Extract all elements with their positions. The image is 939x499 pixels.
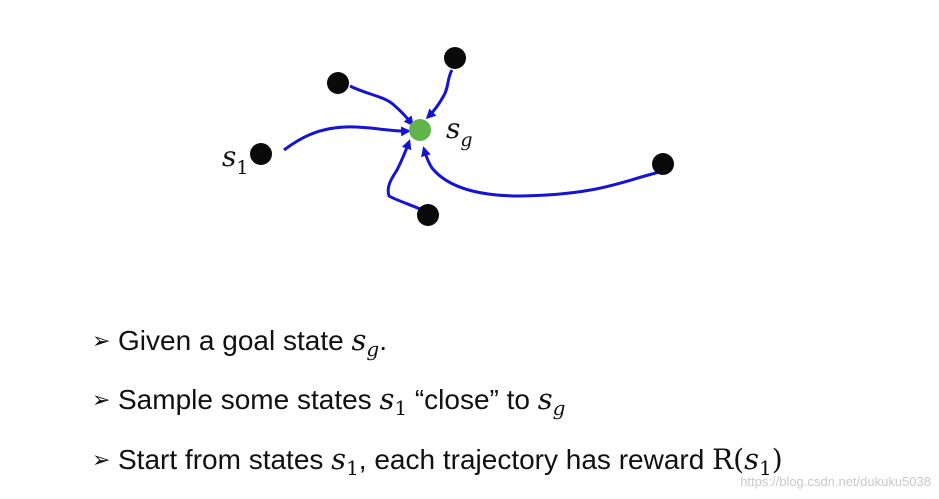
- start-node-bottom: [417, 204, 439, 226]
- trajectory-right: [421, 146, 661, 198]
- trajectory-bottom: [386, 139, 428, 214]
- start-node-top: [444, 47, 466, 69]
- watermark: https://blog.csdn.net/dukuku5038: [740, 474, 931, 489]
- bullet-arrow-icon: ➢: [92, 328, 111, 353]
- goal-label: sg: [446, 112, 473, 151]
- goal-node: [409, 119, 431, 141]
- bullet-item-sample: ➢Sample some states s1 “close” to sg: [92, 382, 566, 420]
- bullet-item-goal: ➢Given a goal state sg.: [92, 323, 387, 361]
- goal-state-diagram: sg s1: [222, 47, 674, 226]
- bullet-item-reward: ➢Start from states s1, each trajectory h…: [92, 442, 783, 480]
- bullet-arrow-icon: ➢: [92, 447, 111, 472]
- start-node-top-left: [327, 72, 349, 94]
- start-label: s1: [222, 140, 248, 179]
- start-node-right: [652, 153, 674, 175]
- bullet-arrow-icon: ➢: [92, 387, 111, 412]
- trajectory-top-left: [349, 84, 414, 127]
- trajectory-s1: [283, 125, 411, 152]
- start-node-s1: [250, 143, 272, 165]
- trajectory-top: [425, 69, 454, 120]
